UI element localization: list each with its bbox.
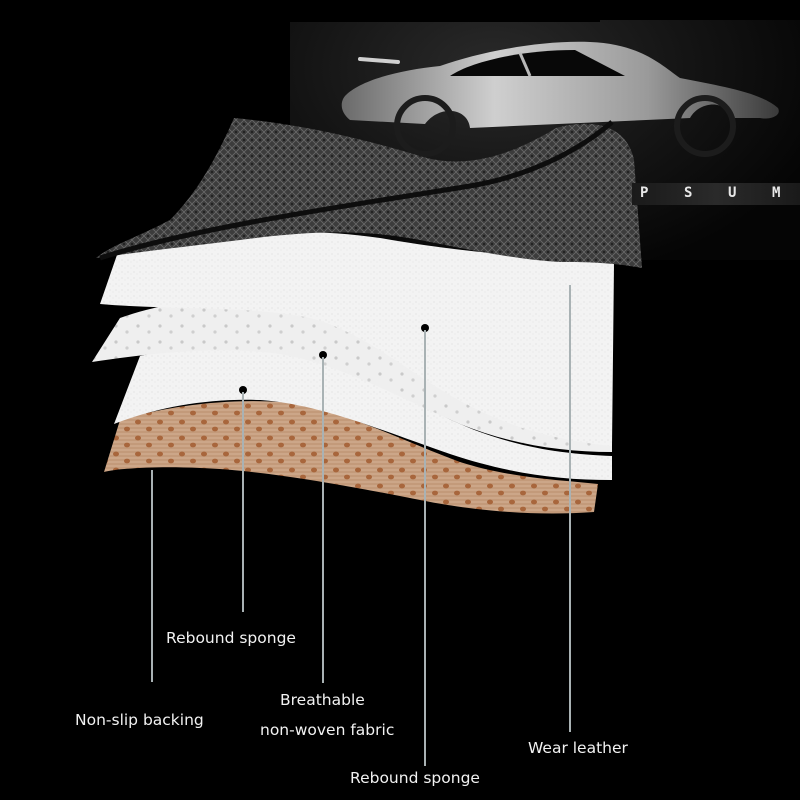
breathable-fabric-layer — [92, 298, 612, 452]
label-wear-leather: Wear leather — [528, 739, 628, 757]
leader-line-non-slip — [151, 470, 153, 682]
leader-line-rebound-top — [424, 330, 426, 766]
brand-strip: P S U M — [632, 183, 800, 205]
callout-dot-rebound-bottom — [239, 386, 247, 394]
brand-letter-u: U — [728, 185, 737, 201]
rebound-sponge-top-layer — [100, 231, 614, 446]
brand-letter-p: P — [640, 185, 649, 201]
sports-car-silhouette-icon — [341, 41, 779, 157]
label-breathable-line1: Breathable — [280, 691, 365, 709]
label-rebound-sponge-top: Rebound sponge — [350, 769, 480, 787]
label-breathable-line2: non-woven fabric — [260, 721, 395, 739]
brand-letter-s: S — [684, 185, 693, 201]
leader-line-wear-leather — [569, 285, 571, 732]
label-non-slip-backing: Non-slip backing — [75, 711, 204, 729]
rebound-sponge-bottom-layer — [114, 344, 612, 480]
wear-leather-layer — [96, 118, 642, 268]
non-slip-backing-layer — [104, 401, 598, 514]
callout-dot-breathable — [319, 351, 327, 359]
leader-line-rebound-bottom — [242, 392, 244, 612]
callout-dot-rebound-top — [421, 324, 429, 332]
leader-line-breathable — [322, 357, 324, 683]
brand-letter-m: M — [772, 185, 781, 201]
top-black-strip — [290, 0, 600, 22]
label-rebound-sponge-bottom: Rebound sponge — [166, 629, 296, 647]
